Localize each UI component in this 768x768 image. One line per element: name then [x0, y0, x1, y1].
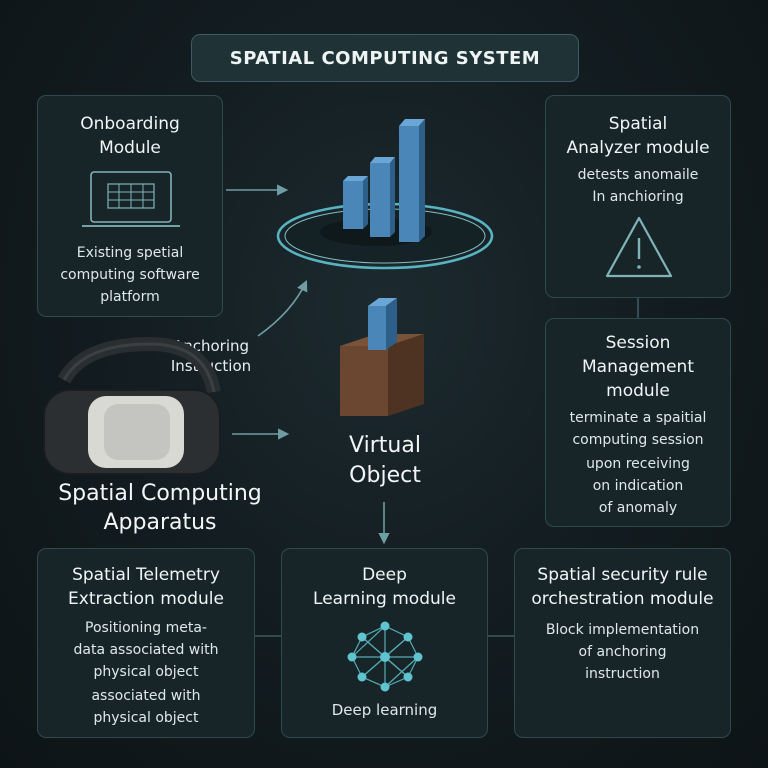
laptop-icon — [82, 171, 180, 227]
telemetry-desc-line2: data associated with — [73, 642, 219, 658]
page-title: SPATIAL COMPUTING SYSTEM — [191, 34, 579, 82]
analyzer-title-line2: Analyzer module — [566, 138, 710, 158]
session-title-line1: Session — [605, 333, 671, 353]
arrow-anchoring-to-chart — [257, 279, 308, 337]
onboarding-module-card[interactable]: Onboarding Module Existing spetial compu… — [37, 95, 223, 317]
telemetry-desc-line1: Positioning meta- — [85, 620, 207, 636]
security-orchestration-card[interactable]: Spatial security rule orchestration modu… — [514, 548, 731, 738]
telemetry-desc-line5: physical object — [93, 710, 199, 726]
onboarding-desc-line2: computing software — [60, 267, 200, 283]
analyzer-title-line1: Spatial — [608, 114, 668, 134]
spatial-analyzer-card[interactable]: Spatial Analyzer module detests anomaile… — [545, 95, 731, 298]
deep-learning-title-line1: Deep — [362, 565, 407, 585]
deep-learning-title-line2: Learning module — [313, 589, 456, 609]
session-desc-line2: computing session — [572, 432, 704, 448]
onboarding-desc-line3: platform — [100, 289, 160, 305]
deep-learning-caption: Deep learning — [331, 701, 438, 719]
telemetry-title-line1: Spatial Telemetry — [72, 565, 220, 585]
session-management-card[interactable]: Session Management module terminate a sp… — [545, 318, 731, 527]
virtual-object-label-line1: Virtual — [349, 433, 421, 458]
telemetry-desc-line3: physical object — [93, 664, 199, 680]
analyzer-desc-line2: In anchioring — [592, 189, 684, 205]
session-title-line2: Management — [582, 357, 694, 377]
telemetry-extraction-card[interactable]: Spatial Telemetry Extraction module Posi… — [37, 548, 255, 738]
deep-learning-card[interactable]: Deep Learning module Deep learning — [281, 548, 488, 738]
session-desc-line3: upon receiving — [586, 456, 690, 472]
apparatus-label-line2: Apparatus — [103, 510, 217, 535]
session-title-line3: module — [606, 381, 670, 401]
analyzer-desc-line1: detests anomaile — [577, 167, 699, 183]
security-title-line1: Spatial security rule — [537, 565, 708, 585]
session-desc-line4: on indication — [592, 478, 684, 494]
session-desc-line5: of anomaly — [598, 500, 678, 516]
telemetry-desc-line4: associated with — [91, 688, 201, 704]
virtual-object-label-line2: Object — [349, 463, 421, 488]
onboarding-title-line2: Module — [99, 138, 161, 158]
onboarding-title-line1: Onboarding — [80, 114, 180, 134]
telemetry-title-line2: Extraction module — [68, 589, 224, 609]
security-title-line2: orchestration module — [531, 589, 714, 609]
security-desc-line2: of anchoring — [578, 644, 667, 660]
security-desc-line1: Block implementation — [545, 622, 700, 638]
session-desc-line1: terminate a spaitial — [569, 410, 707, 426]
security-desc-line3: instruction — [585, 666, 660, 682]
onboarding-desc-line1: Existing spetial — [76, 245, 184, 261]
apparatus-label-line1: Spatial Computing — [58, 481, 262, 506]
neural-network-icon — [347, 621, 423, 692]
warning-icon — [605, 216, 673, 278]
